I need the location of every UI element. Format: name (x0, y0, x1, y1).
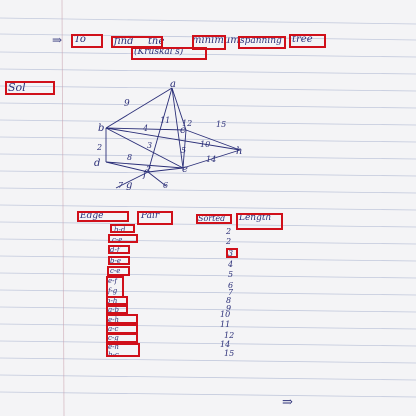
table-row-length: 15 (224, 349, 235, 358)
table-row-pair: b-h (106, 297, 118, 305)
table-heading-length: Length (239, 213, 272, 223)
annotation-box (137, 211, 173, 225)
table-row-length: 2 (226, 237, 232, 246)
node-g: g (126, 180, 132, 191)
table-row-pair: e-h (108, 316, 120, 324)
table-row-pair: c-e (112, 236, 123, 244)
table-row-pair: e-f (108, 277, 118, 285)
table-row-length: 11 (220, 320, 231, 329)
table-row-length: 14 (220, 340, 231, 349)
annotation-box (71, 34, 103, 48)
edge-weight-f-e: 6 (163, 181, 168, 190)
node-a: a (170, 79, 176, 90)
table-row-length: 3 (228, 249, 234, 258)
table-heading-pair: Pair (141, 211, 160, 221)
annotation-box (131, 47, 207, 60)
edge-weight-a-b: 9 (124, 99, 130, 109)
table-row-length: 2 (226, 227, 232, 236)
annotation-box (106, 343, 140, 357)
annotation-box (77, 211, 129, 222)
footer-arrow: ⇒ (282, 395, 293, 410)
edge-weight-e-h: 14 (206, 155, 216, 164)
node-f: f (142, 169, 149, 180)
table-row-length: 7 (228, 288, 234, 297)
table-row-length: 8 (226, 296, 232, 305)
annotation-box (236, 213, 283, 230)
heading-arrow: ⇒ (52, 33, 63, 47)
table-row-pair: d-f (110, 246, 120, 254)
heading-word-minimum: minimum (192, 35, 240, 46)
edge-weight-c-e: 5 (181, 146, 186, 155)
table-row-pair: c-e (110, 267, 121, 275)
heading-word-tree: tree (292, 34, 313, 45)
annotation-box (108, 234, 138, 243)
annotation-box (106, 296, 128, 305)
table-row-pair: b-e (110, 257, 121, 265)
heading-subtitle: (Kruskal's) (134, 47, 184, 57)
edge-weight-c-top: 12 (182, 119, 192, 128)
heading-word-to: To (74, 34, 86, 45)
edge-weight-b-d: 2 (96, 143, 102, 152)
heading-word-spanning: spanning (240, 36, 282, 46)
table-heading-sorted: Sorted (198, 214, 226, 223)
table-row-pair: c-g (108, 334, 119, 342)
table-row-pair: f-g (108, 287, 118, 295)
annotation-box (106, 276, 124, 298)
table-heading-edge: Edge (80, 211, 104, 221)
node-d: d (94, 158, 100, 169)
annotation-box (106, 305, 128, 314)
edge-weight-d-e: 8 (127, 153, 132, 162)
edge-weight-f-g: 7 (118, 181, 124, 190)
edge-weight-d-f: 2 (145, 165, 151, 174)
table-row-length: 9 (226, 304, 232, 313)
node-e: e (182, 164, 188, 175)
edge-weight-c-h: 15 (216, 120, 226, 129)
table-row-length: 4 (228, 260, 234, 269)
annotation-box (238, 36, 286, 49)
annotation-box (110, 224, 135, 233)
edge-weight-b-e: 3 (147, 141, 152, 150)
table-row-length: 5 (228, 270, 234, 279)
edge-weight-b-c: 4 (142, 124, 148, 133)
table-row-pair: a-b (108, 306, 120, 314)
table-row-length: 10 (220, 310, 231, 319)
annotation-box (192, 35, 226, 50)
annotation-box (106, 314, 138, 324)
annotation-box (108, 256, 130, 265)
edge-weight-c-h-lower: 10 (200, 140, 210, 149)
table-row-length: 12 (224, 331, 235, 340)
solution-label: Sol (8, 81, 26, 94)
annotation-box (106, 333, 138, 343)
node-b: b (98, 123, 104, 134)
table-row-pair: e-h (108, 343, 120, 351)
edge-weight-a-e: 11 (160, 116, 170, 125)
annotation-box (108, 245, 130, 254)
table-row-length: 6 (228, 281, 234, 290)
table-row-pair: b-d (114, 226, 126, 234)
heading-word-the: the (148, 36, 165, 47)
node-h: h (236, 146, 242, 157)
heading-word-find: find (114, 36, 134, 47)
table-row-pair: a-c (108, 325, 119, 333)
annotation-box (196, 214, 232, 224)
annotation-box (5, 81, 55, 95)
annotation-box (289, 34, 326, 48)
node-c: c (180, 125, 186, 136)
annotation-box (107, 266, 130, 276)
annotation-box (226, 248, 238, 258)
